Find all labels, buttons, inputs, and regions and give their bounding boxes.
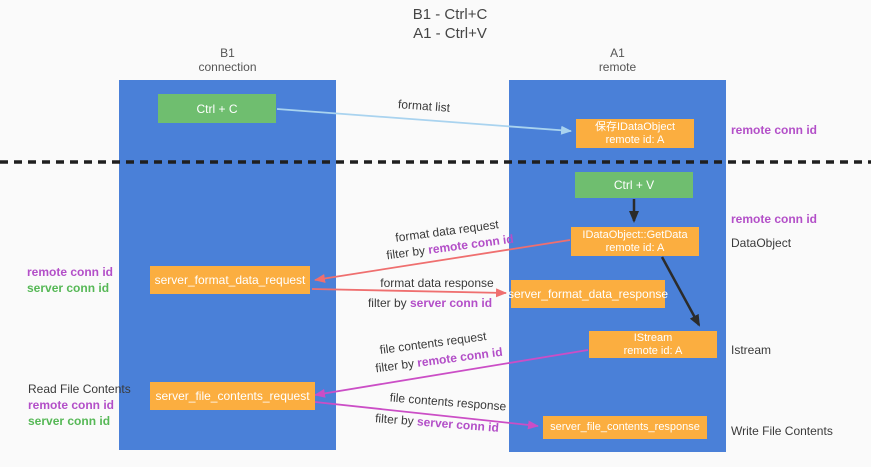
remote-conn-id-annotation-top: remote conn id [731,123,818,137]
istream-line1: IStream [633,331,673,344]
getdata-to-istream-arrow [660,256,701,327]
server-conn-id-annotation: server conn id [28,414,111,428]
idataobject-getdata-node: IDataObject::GetData remote id: A [571,227,699,256]
lane-a1-subtitle: remote [598,60,637,74]
idataobject-getdata-line1: IDataObject::GetData [582,228,688,241]
remote-conn-id-annotation-ctrlv: remote conn id [731,212,818,226]
left-mid-annotation: remote conn id server conn id [27,264,113,296]
format-data-response-label: format data response [380,276,494,290]
server-conn-id-text: server conn id [409,296,493,310]
save-idataobject-line1: 保存IDataObject [594,120,676,133]
lane-header-a1: A1 remote [509,46,726,74]
remote-conn-id-annotation: remote conn id [28,398,115,412]
save-idataobject-line2: remote id: A [605,133,665,146]
file-contents-request-arrow [314,349,589,398]
file-contents-response-arrow [314,401,539,430]
lane-b1-subtitle: connection [198,60,257,74]
lane-header-b1: B1 connection [119,46,336,74]
server-format-data-response-label: server_format_data_response [507,287,669,301]
left-bottom-annotation: Read File Contents remote conn id server… [28,381,131,429]
ctrl-c-label: Ctrl + C [196,101,238,116]
filter-by-server-conn-id-label-1: filter by server conn id [368,296,492,310]
server-file-contents-request-node: server_file_contents_request [150,382,315,410]
istream-line2: remote id: A [623,344,683,357]
ctrl-v-node: Ctrl + V [575,172,693,198]
read-file-contents-label: Read File Contents [28,382,131,396]
format-data-request-arrow [314,239,571,283]
lane-a1-title: A1 [610,46,625,60]
write-file-contents-label: Write File Contents [731,424,833,438]
remote-conn-id-annotation: remote conn id [27,265,114,279]
idataobject-getdata-line2: remote id: A [605,241,665,254]
istream-label: Istream [731,343,772,357]
dataobject-label: DataObject [731,236,792,250]
server-format-data-response-node: server_format_data_response [507,280,669,308]
server-file-contents-request-label: server_file_contents_request [155,389,310,403]
save-idataobject-node: 保存IDataObject remote id: A [576,119,694,148]
format-data-response-arrow [311,288,507,298]
ctrl-v-label: Ctrl + V [613,178,655,192]
istream-node: IStream remote id: A [589,331,717,358]
server-file-contents-response-label: server_file_contents_response [550,421,700,433]
title-line-1: B1 - Ctrl+C [412,6,488,23]
ctrl-c-node: Ctrl + C [158,94,276,123]
server-format-data-request-node: server_format_data_request [150,266,310,294]
filter-by-text: filter by [367,296,410,310]
format-list-arrow [276,108,572,135]
lane-b1-title: B1 [220,46,235,60]
diagram-title: B1 - Ctrl+C A1 - Ctrl+V [413,5,488,43]
title-line-2: A1 - Ctrl+V [413,25,487,42]
server-conn-id-annotation: server conn id [27,281,110,295]
server-file-contents-response-node: server_file_contents_response [543,416,707,439]
server-format-data-request-label: server_format_data_request [154,273,306,287]
